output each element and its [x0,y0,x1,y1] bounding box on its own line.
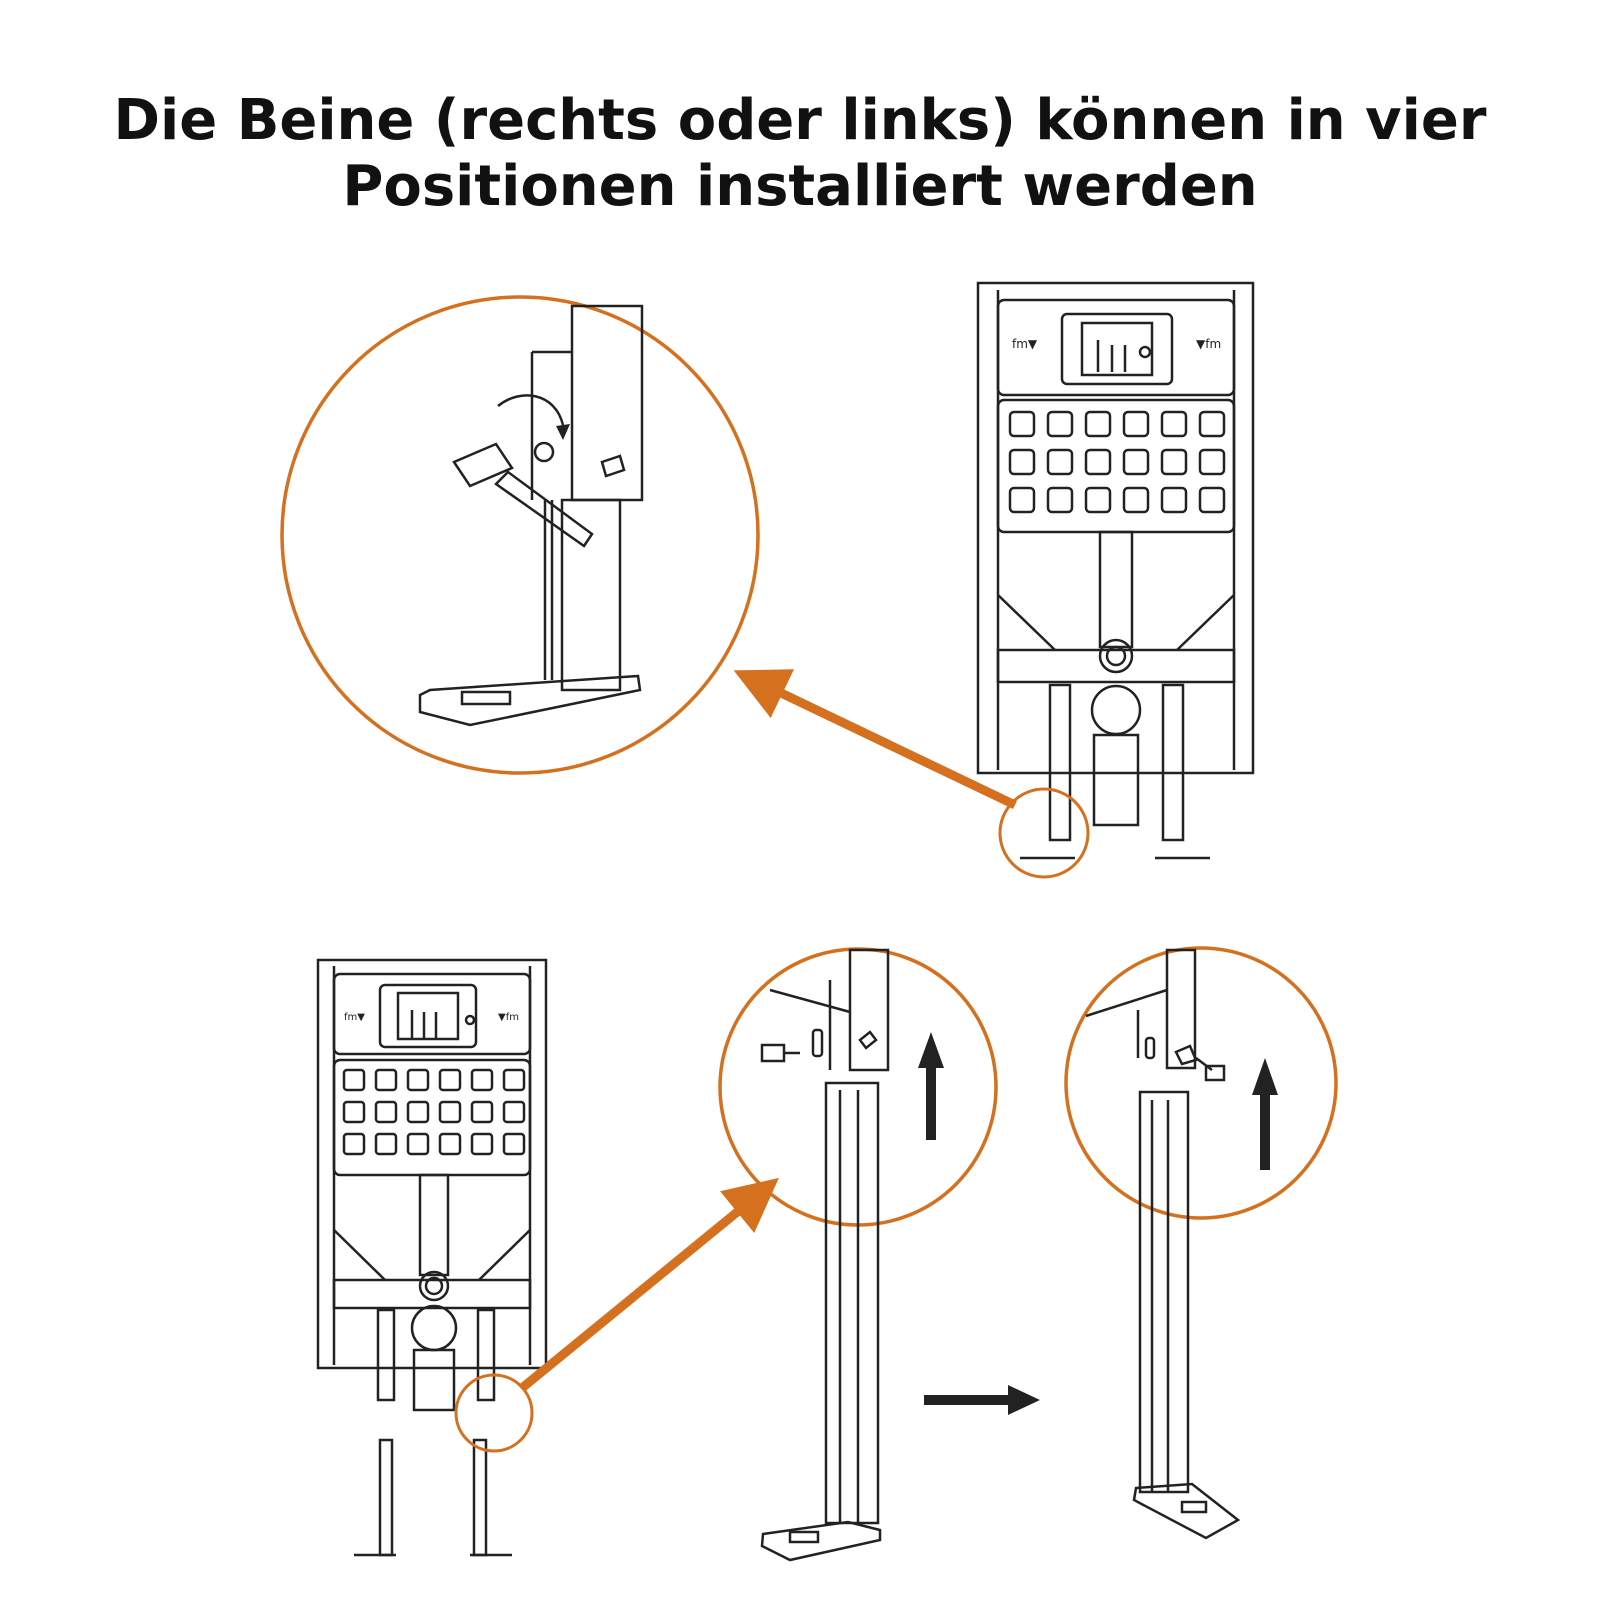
frame-top-lower [996,530,1236,860]
frame-top-marks: fm▼ ▼fm [1012,337,1221,351]
frame-bottom-right-mark: ▼fm [498,1012,519,1023]
detail-circle-middle [718,947,998,1562]
title-line-1: Die Beine (rechts oder links) können in … [113,88,1487,153]
arrow-to-detail-top [733,669,1017,810]
magnifier-circle-small-bottom [454,1373,534,1453]
rotate-arrow-icon [556,424,570,440]
detail-circle-top [280,295,760,775]
title-line-2: Positionen installiert werden [342,154,1258,219]
frame-top-grid [1008,410,1226,514]
frame-top-left-mark: fm▼ [1012,337,1038,351]
frame-bottom-left-mark: fm▼ [344,1012,365,1023]
frame-bottom-marks: fm▼ ▼fm [344,1012,519,1023]
frame-top-right-mark: ▼fm [1196,337,1221,351]
frame-top-outline [976,281,1255,775]
frame-bottom-outline [316,958,548,1370]
right-arrow-icon [924,1385,1040,1415]
magnifier-circle-small-top [998,787,1090,879]
arrow-to-detail-bottom [519,1177,779,1392]
up-arrow-icon-middle [918,1032,944,1140]
frame-top [976,281,1255,775]
frame-bottom-lower [332,1173,532,1557]
frame-bottom-grid [342,1068,526,1156]
up-arrow-icon-right [1252,1058,1278,1170]
page-title: Die Beine (rechts oder links) können in … [0,88,1600,220]
detail-circle-right [1064,946,1338,1540]
